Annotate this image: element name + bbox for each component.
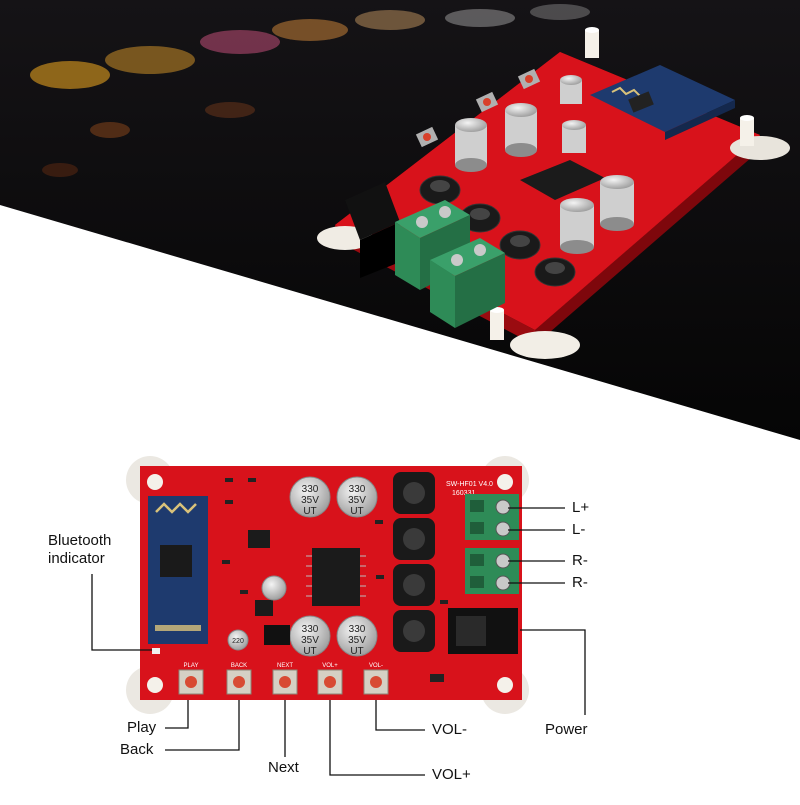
speaker-terminals xyxy=(465,494,519,594)
cap-label-top: 330 xyxy=(302,624,319,635)
cap-label-mid: 35V xyxy=(348,635,366,646)
callout-vol-minus: VOL- xyxy=(432,721,468,738)
cap-label-top: 330 xyxy=(349,484,366,495)
callout-vol-plus: VOL+ xyxy=(432,766,471,783)
cap-label-mid: 35V xyxy=(348,495,366,506)
date-label: 160331 xyxy=(452,490,475,497)
cap-label-bot: UT xyxy=(350,646,363,657)
bokeh-lights xyxy=(30,4,590,177)
amplifier-chip xyxy=(312,548,360,606)
cap-label-mid: 35V xyxy=(301,495,319,506)
callout-back: Back xyxy=(120,741,154,758)
inductors xyxy=(393,472,435,652)
callout-bluetooth-line1: Bluetooth xyxy=(48,532,112,549)
callout-l-plus: L+ xyxy=(572,499,590,516)
callout-l-minus: L- xyxy=(572,521,586,538)
callout-bluetooth-line2: indicator xyxy=(48,550,105,567)
board-top-view: 330 35V UT 330 35V UT 330 35V UT 330 35V… xyxy=(126,456,529,714)
cap-label-top: 330 xyxy=(302,484,319,495)
silkscreen-vol-plus: VOL+ xyxy=(322,663,338,669)
cap-label-mid: 35V xyxy=(301,635,319,646)
board-3d xyxy=(317,27,790,359)
cap-label-bot: UT xyxy=(303,646,316,657)
silkscreen-back: BACK xyxy=(231,663,247,669)
callout-next: Next xyxy=(268,759,299,776)
photo-top xyxy=(0,0,800,440)
model-label: SW-HF01 V4.0 xyxy=(446,481,493,488)
silkscreen-play: PLAY xyxy=(184,663,199,669)
silkscreen-vol-minus: VOL- xyxy=(369,663,383,669)
callout-power: Power xyxy=(545,721,588,738)
callout-lines xyxy=(91,507,586,776)
capacitors xyxy=(227,476,378,657)
cap-label-top: 330 xyxy=(349,624,366,635)
cap-label-bot: UT xyxy=(303,506,316,517)
cap-label-bot: UT xyxy=(350,506,363,517)
callout-r-minus-2: R- xyxy=(572,574,588,591)
callout-play: Play xyxy=(127,719,157,736)
small-cap-label: 220 xyxy=(232,638,244,645)
silkscreen-next: NEXT xyxy=(277,663,293,669)
tactile-buttons xyxy=(178,669,389,695)
callout-r-minus-1: R- xyxy=(572,552,588,569)
